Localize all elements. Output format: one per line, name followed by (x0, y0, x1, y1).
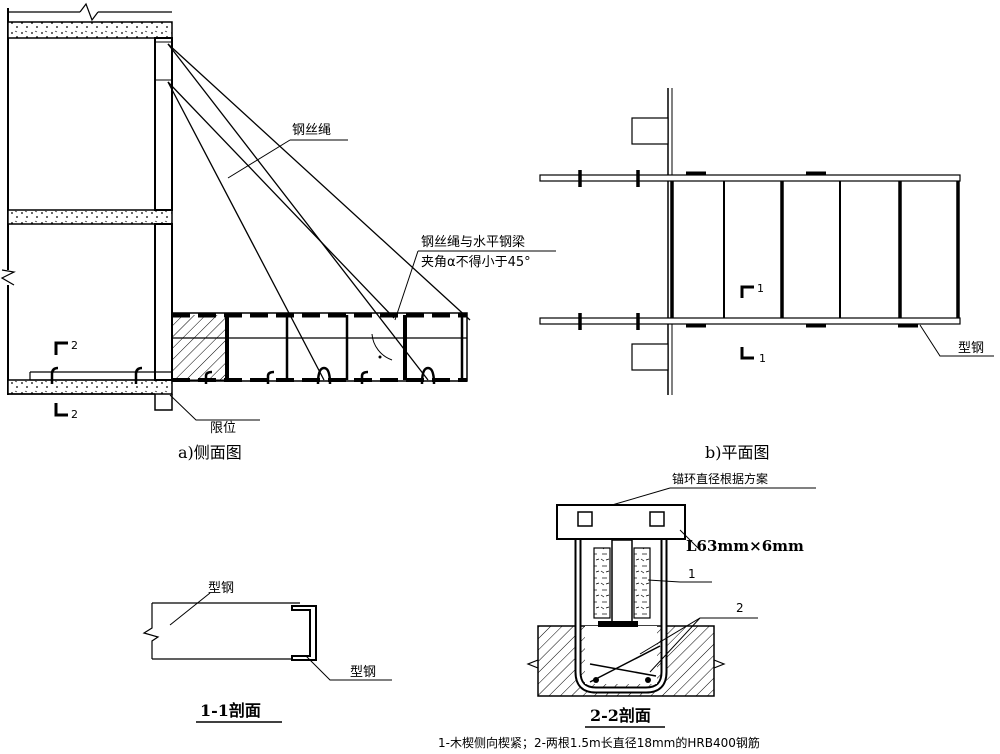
floor-slab-top (7, 21, 173, 39)
label-steel-bottom: 型钢 (350, 665, 376, 680)
steel-beam-platform (29, 312, 468, 385)
label-steel-plan: 型钢 (958, 341, 984, 356)
label-angle-line2: 夹角α不得小于45° (421, 254, 531, 270)
section-marker-2-bottom (54, 403, 68, 417)
label-1: 1 (688, 567, 696, 581)
sec1-bottom-num: 1 (759, 352, 766, 365)
column-top (631, 117, 669, 145)
rebar (589, 645, 661, 683)
label-limit: 限位 (210, 421, 236, 436)
label-angle-line1: 钢丝绳与水平钢梁 (421, 235, 525, 250)
wood-wedge-right (633, 547, 651, 619)
nut-left (577, 511, 593, 527)
sec2-bottom-num: 2 (71, 408, 78, 421)
channel-section (291, 605, 317, 661)
hatched-zone (171, 337, 228, 381)
edge-column-upper (154, 37, 173, 211)
section-1-1: 型钢 型钢 1-1剖面 (142, 581, 392, 723)
floor-slab-middle (7, 209, 173, 225)
rope-ring (316, 366, 332, 385)
steel-beam-section (611, 539, 633, 623)
section-marker-1-top (740, 285, 754, 298)
footnote: 1-木楔侧向楔紧；2-两根1.5m长直径18mm的HRB400钢筋 (438, 735, 760, 750)
label-anchor: 锚环直径根据方案 (672, 471, 768, 486)
label-steel-top: 型钢 (208, 581, 234, 596)
caption-side-view: a)侧面图 (178, 443, 242, 462)
angle-steel-top (556, 504, 686, 540)
caption-plan-view: b)平面图 (705, 443, 770, 462)
side-view: 限位 钢丝绳 钢丝绳与水平钢梁 夹角α不得小于45° 2 2 a)侧面图 (0, 2, 556, 462)
edge-column-lower (154, 223, 173, 381)
label-2: 2 (736, 601, 744, 615)
sec1-top-num: 1 (757, 282, 764, 295)
caption-section-1-1: 1-1剖面 (200, 701, 261, 720)
clamp (50, 366, 59, 384)
floor-slab-bottom (7, 379, 173, 395)
nut-right (649, 511, 665, 527)
section-2-2: 锚环直径根据方案 L63mm×6mm 1 2 2-2剖面 (526, 471, 816, 728)
section-marker-1-bottom (740, 347, 754, 360)
column-bottom (631, 343, 669, 371)
wood-wedge-left (593, 547, 611, 619)
building-structure (0, 2, 173, 411)
plan-view: 1 1 型钢 b)平面图 (539, 88, 994, 462)
sec2-top-num: 2 (71, 339, 78, 352)
beam-base-plate (598, 621, 638, 627)
wire-ropes (167, 43, 471, 381)
label-angle-size: L63mm×6mm (686, 537, 804, 555)
caption-section-2-2: 2-2剖面 (590, 706, 651, 725)
rope-ring (420, 366, 436, 385)
label-wire-rope: 钢丝绳 (292, 123, 331, 138)
section-marker-2-top (54, 341, 68, 355)
steel-beams-plan (539, 170, 961, 330)
